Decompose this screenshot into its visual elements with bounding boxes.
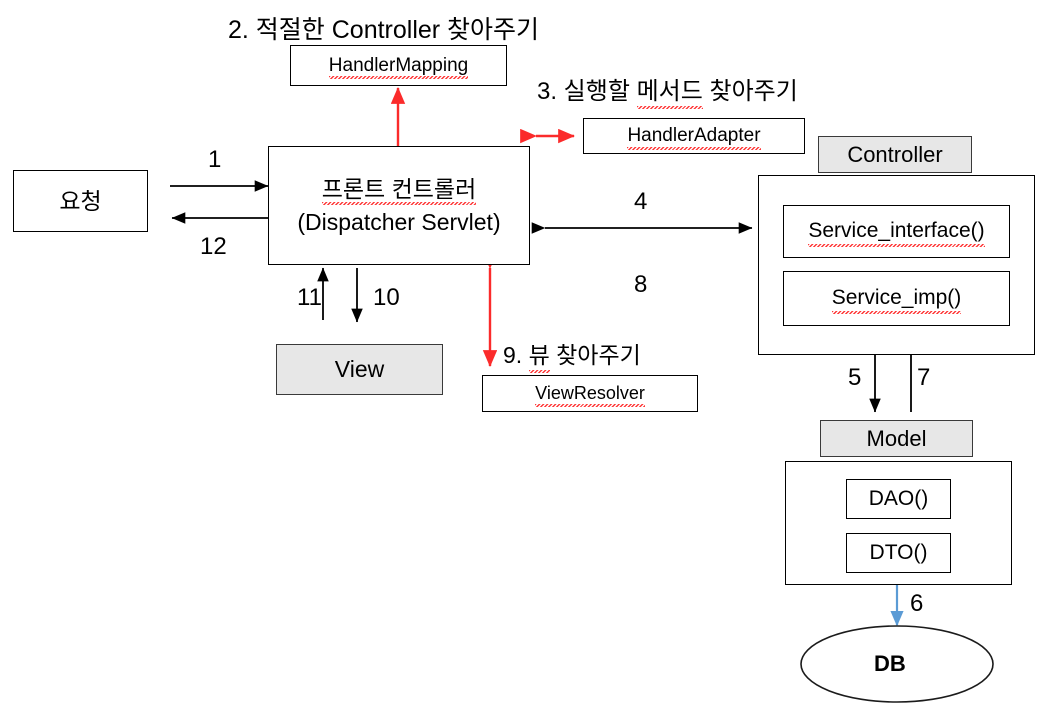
db-ellipse	[800, 625, 994, 703]
node-front-controller-line2: (Dispatcher Servlet)	[297, 209, 501, 235]
node-service-imp-label: Service_imp()	[831, 286, 962, 314]
flow-number-7: 7	[917, 364, 931, 391]
node-dao[interactable]: DAO()	[846, 479, 951, 519]
step-title-handler-mapping: 2. 적절한 Controller 찾아주기	[228, 16, 540, 44]
node-service-interface[interactable]: Service_interface()	[783, 205, 1010, 258]
controller-label-text: Controller	[847, 141, 943, 167]
node-service-imp[interactable]: Service_imp()	[783, 271, 1010, 326]
flow-number-11: 11	[297, 284, 322, 311]
flow-number-1: 1	[208, 146, 222, 173]
node-front-controller-line1: 프론트 컨트롤러	[321, 175, 477, 206]
node-handler-mapping-label: HandlerMapping	[328, 54, 469, 80]
flow-number-4: 4	[634, 188, 648, 215]
node-service-interface-label: Service_interface()	[808, 219, 985, 247]
node-view[interactable]: View	[276, 344, 443, 395]
flow-number-10: 10	[373, 284, 400, 311]
node-request[interactable]: 요청	[13, 170, 148, 232]
node-handler-adapter[interactable]: HandlerAdapter	[583, 118, 805, 154]
node-view-resolver[interactable]: ViewResolver	[482, 375, 698, 412]
node-dto-label: DTO()	[869, 540, 928, 564]
flow-number-12: 12	[200, 233, 227, 260]
flow-number-8: 8	[634, 271, 648, 298]
node-dao-label: DAO()	[868, 486, 929, 510]
group-controller	[758, 175, 1035, 355]
step-title-handler-adapter: 3. 실행할 메서드 찾아주기	[537, 71, 798, 109]
node-db-label: DB	[874, 651, 906, 676]
node-handler-adapter-label: HandlerAdapter	[627, 125, 761, 150]
node-model-label[interactable]: Model	[820, 420, 973, 457]
node-front-controller[interactable]: 프론트 컨트롤러 (Dispatcher Servlet)	[268, 146, 530, 265]
flow-number-5: 5	[848, 364, 862, 391]
model-label-text: Model	[866, 425, 927, 451]
node-view-label: View	[334, 356, 385, 383]
step-title-view-resolver: 9. 뷰 찾아주기	[503, 336, 641, 373]
node-handler-mapping[interactable]: HandlerMapping	[290, 45, 507, 86]
node-controller-label[interactable]: Controller	[818, 136, 972, 173]
node-view-resolver-label: ViewResolver	[535, 383, 645, 407]
node-dto[interactable]: DTO()	[846, 533, 951, 573]
node-request-label: 요청	[59, 187, 102, 214]
flow-number-6: 6	[910, 590, 924, 617]
